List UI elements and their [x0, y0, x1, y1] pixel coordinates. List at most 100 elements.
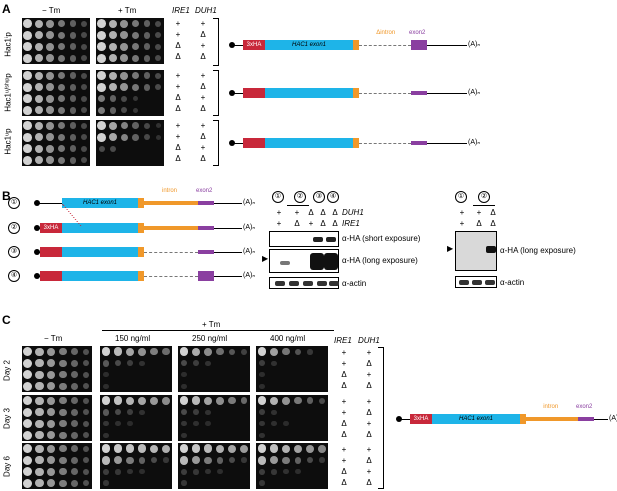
yeast-spot	[259, 409, 265, 416]
genotype-symbol: +	[175, 132, 181, 141]
yeast-spot	[23, 478, 33, 488]
yeast-spot	[257, 347, 267, 357]
yeast-spot	[120, 19, 129, 28]
yeast-spot	[59, 479, 67, 487]
blot-strip-actin-2	[455, 276, 497, 288]
yeast-spot	[239, 444, 248, 453]
yeast-spot	[81, 107, 88, 114]
blot-strip-long-2	[455, 231, 497, 271]
exon2-box	[411, 141, 427, 145]
yeast-spot	[109, 95, 117, 103]
yeast-spot	[149, 444, 159, 453]
yeast-spot	[137, 396, 147, 405]
yeast-spot	[35, 370, 44, 379]
spot-plate	[100, 443, 172, 489]
tag-3xha-box: 3xHA	[40, 223, 62, 233]
yeast-spot	[82, 397, 90, 404]
construct-line	[234, 143, 243, 144]
yeast-spot	[82, 432, 90, 439]
yeast-spot	[270, 456, 278, 465]
yeast-spot	[58, 95, 66, 103]
yeast-spot	[103, 372, 109, 378]
yeast-spot	[71, 456, 78, 464]
construct-number: ④	[8, 270, 20, 282]
ire1-genotype: Δ	[320, 219, 326, 228]
ire1-genotype: Δ	[476, 219, 482, 228]
band	[324, 253, 338, 270]
yeast-spot	[59, 359, 67, 367]
yeast-spot	[23, 347, 33, 357]
yeast-spot	[259, 480, 265, 486]
yeast-spot	[71, 445, 78, 453]
yeast-spot	[139, 409, 145, 415]
yeast-spot	[23, 144, 33, 154]
exon2-box	[198, 250, 214, 254]
genotype-symbol: Δ	[200, 30, 206, 39]
yeast-spot	[71, 371, 78, 379]
yeast-spot	[82, 348, 90, 355]
yeast-spot	[103, 432, 109, 438]
yeast-spot	[271, 468, 277, 475]
yeast-spot	[150, 396, 158, 405]
yeast-spot	[23, 132, 33, 142]
yeast-spot	[23, 105, 33, 115]
yeast-spot	[162, 348, 170, 356]
yeast-spot	[35, 479, 44, 488]
yeast-spot	[259, 372, 265, 378]
yeast-spot	[240, 397, 248, 405]
genotype-symbol: Δ	[341, 381, 347, 390]
intron-gap-dashed	[359, 93, 411, 94]
arrowhead-marker: ▶	[262, 254, 269, 263]
yeast-spot	[132, 54, 140, 62]
genotype-symbol: +	[366, 467, 372, 476]
yeast-spot	[69, 43, 77, 51]
row-label-day2: Day 2	[2, 360, 12, 381]
tag-3xha-box: 3xHA	[410, 414, 432, 424]
blot-strip-long	[269, 249, 339, 273]
yeast-spot	[98, 145, 105, 152]
yeast-spot	[34, 106, 44, 115]
intron-junction	[353, 138, 359, 148]
yeast-spot	[97, 82, 107, 92]
tag-3xha-box	[243, 88, 265, 98]
genotype-symbol: +	[200, 143, 206, 152]
yeast-spot	[193, 468, 199, 475]
panel-label-a: A	[2, 2, 11, 16]
yeast-spot	[203, 396, 213, 405]
yeast-spot	[205, 360, 211, 366]
gene-label-ire1-c: IRE1	[334, 336, 352, 345]
yeast-spot	[216, 396, 224, 405]
tag-3xha-box	[40, 271, 62, 281]
yeast-spot	[120, 71, 129, 80]
yeast-spot	[150, 457, 158, 464]
yeast-spot	[132, 31, 140, 39]
yeast-spot	[282, 348, 290, 356]
lane-group-line	[473, 205, 495, 206]
yeast-spot	[125, 444, 135, 454]
row-label-hac1u: Hac1ᵘp	[3, 128, 13, 155]
exon1-box: HAC1 exon1	[265, 40, 353, 50]
yeast-spot	[306, 457, 314, 464]
yeast-spot	[23, 396, 33, 406]
yeast-spot	[71, 479, 78, 487]
yeast-spot	[59, 431, 67, 439]
yeast-spot	[23, 53, 33, 63]
duh1-genotype: +	[276, 208, 282, 217]
yeast-spot	[103, 468, 109, 475]
yeast-spot	[35, 456, 44, 465]
yeast-spot	[58, 133, 66, 141]
yeast-spot	[132, 20, 140, 28]
genotype-symbol: Δ	[341, 370, 347, 379]
genotype-symbol: Δ	[366, 359, 372, 368]
bracket	[213, 120, 219, 166]
polya-label: (A)ₙ	[468, 41, 481, 48]
yeast-spot	[97, 30, 107, 40]
yeast-spot	[114, 409, 122, 416]
construct-tail	[214, 252, 242, 253]
yeast-spot	[47, 431, 56, 440]
intron-junction	[138, 271, 144, 281]
yeast-spot	[47, 479, 56, 488]
yeast-spot	[294, 456, 302, 464]
panel-label-b: B	[2, 189, 11, 203]
yeast-spot	[23, 381, 33, 391]
